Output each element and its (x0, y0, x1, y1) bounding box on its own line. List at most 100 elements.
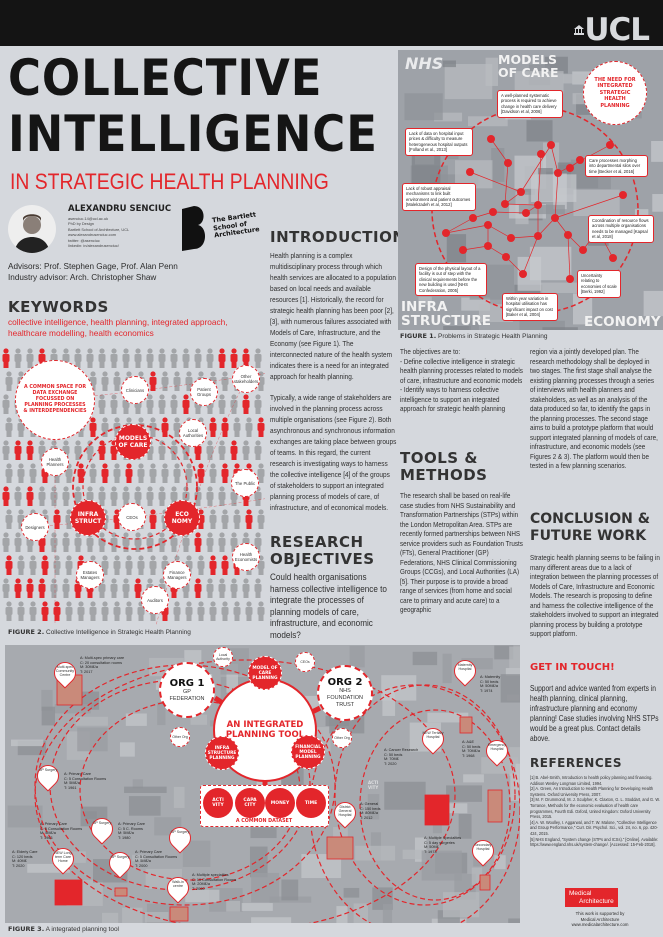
sponsor-url[interactable]: www.medicalarchitecture.com (571, 922, 629, 927)
network-node (504, 159, 512, 167)
person-head (135, 348, 141, 354)
infrastructure-planning-module[interactable]: INFRA STRUCTURE PLANNING (205, 736, 239, 770)
financial-model-planning-module[interactable]: FINANCIAL MODEL PLANNING (291, 735, 325, 769)
stakeholder-person-icon-highlighted (209, 417, 217, 437)
stakeholder-node: Other stakeholders (232, 365, 260, 393)
contact-website[interactable]: www.alexandrusenciuc.com (68, 232, 117, 238)
person-legs (6, 522, 12, 529)
stakeholder-person-icon-highlighted (221, 463, 229, 483)
facility-annotation: A: Elderly Care C: 120 beds M: 40M£ T: 2… (12, 850, 38, 868)
person-head (75, 486, 81, 492)
location-pin[interactable]: Secondary Hospital (467, 835, 499, 870)
model-of-care-planning-module[interactable]: MODEL OF CARE PLANNING (248, 656, 282, 690)
location-pin[interactable]: NEW Long term Care Home (47, 843, 79, 878)
location-pin[interactable]: GP Surgery (104, 847, 136, 882)
caption-text: A integrated planning tool (45, 926, 120, 933)
person-legs (255, 407, 261, 414)
stakeholder-person-icon (110, 394, 118, 414)
stakeholder-person-icon (86, 348, 94, 368)
person-legs (255, 453, 261, 460)
person-head (147, 394, 153, 400)
stakeholder-person-icon (197, 601, 205, 621)
person-legs (243, 499, 249, 506)
stakeholder-person-icon (254, 532, 262, 552)
bartlett-b-logo (182, 206, 206, 251)
need-for-integration-circle: THE NEED FOR INTEGRATED STRATEGIC HEALTH… (583, 61, 647, 125)
contact-linkedin[interactable]: linkedin: in/alexandrusenciuc/ (68, 243, 119, 249)
person-legs (255, 591, 261, 598)
photo-texture (542, 327, 578, 330)
logo-line-1: Medical (569, 890, 592, 897)
location-pin[interactable]: NEW Tertiary Hospital (417, 723, 449, 758)
person-body (194, 584, 202, 592)
person-legs (51, 499, 57, 506)
photo-texture (467, 116, 508, 127)
location-pin[interactable]: GP Surgery (86, 813, 118, 848)
location-pin[interactable]: Maternity Hospital (449, 655, 481, 690)
person-body (161, 377, 169, 385)
connection-line (155, 377, 248, 625)
contact-email[interactable]: asenciuc.14@ucl.ac.uk (68, 216, 109, 221)
person-body (209, 469, 217, 477)
location-pin[interactable]: Multi-spec Community Centre (49, 657, 81, 692)
person-head (195, 348, 201, 354)
stakeholder-person-icon (17, 463, 25, 483)
person-legs (231, 407, 237, 414)
stakeholder-person-icon (206, 486, 214, 506)
pin-label: NEW Tertiary Hospital (422, 731, 444, 740)
objectives-list: The objectives are to: - Define collecti… (400, 347, 524, 414)
person-legs (15, 591, 21, 598)
person-legs (15, 545, 21, 552)
map-texture (427, 712, 469, 723)
stakeholder-person-icon (110, 578, 118, 598)
location-pin[interactable]: Walk-in centre (162, 872, 194, 907)
stakeholder-person-icon (2, 532, 10, 552)
advisors-line: Advisors: Prof. Stephen Gage, Prof. Alan… (8, 262, 178, 271)
person-legs (210, 430, 216, 437)
stakeholder-person-icon (50, 532, 58, 552)
person-head (18, 509, 24, 515)
contact-twitter[interactable]: twitter: @asenciuc (68, 237, 100, 243)
location-pin[interactable]: District General Hospital (329, 797, 361, 832)
map-texture (249, 846, 268, 878)
callout-box: Lack of data on hospital input prices & … (405, 128, 473, 156)
person-head (30, 601, 36, 607)
map-texture (119, 742, 135, 757)
stakeholder-node: Estates Managers (76, 561, 104, 589)
person-head (90, 371, 96, 377)
person-body (185, 607, 193, 615)
person-body (221, 469, 229, 477)
callout-box: Coordination of resource flows across mu… (588, 215, 654, 243)
location-pin[interactable]: GP Surgery (164, 822, 196, 857)
location-pin[interactable]: Emergency Hospital (481, 735, 513, 770)
person-body (14, 354, 22, 362)
person-body (221, 377, 229, 385)
stakeholder-node: Clinicians (121, 376, 149, 404)
common-space-circle: A COMMON SPACE FOR DATA EXCHANGE FOCUSSE… (15, 360, 95, 440)
dashed-flow-loop (34, 659, 456, 923)
person-body (206, 354, 214, 362)
stakeholder-person-icon (146, 394, 154, 414)
person-head (18, 601, 24, 607)
stakeholder-person-icon (242, 440, 250, 460)
person-legs (111, 591, 117, 598)
stakeholder-person-icon-highlighted (197, 463, 205, 483)
location-pin[interactable]: GP Surgery (32, 760, 64, 795)
network-edge (522, 235, 539, 275)
stakeholder-person-icon (5, 371, 13, 391)
person-body (257, 561, 265, 569)
person-head (162, 417, 168, 423)
title-line-1: COLLECTIVE (8, 49, 323, 107)
person-body (245, 607, 253, 615)
stakeholder-person-icon (185, 463, 193, 483)
person-body (149, 561, 157, 569)
stakeholder-node: Finance Managers (163, 561, 191, 589)
stakeholder-node: CEOs (118, 503, 146, 531)
person-legs (90, 430, 96, 437)
person-head (78, 555, 84, 561)
person-legs (255, 499, 261, 506)
map-texture (510, 773, 519, 801)
stakeholder-person-icon-highlighted (125, 463, 133, 483)
person-body (98, 400, 106, 408)
person-legs (222, 614, 228, 621)
